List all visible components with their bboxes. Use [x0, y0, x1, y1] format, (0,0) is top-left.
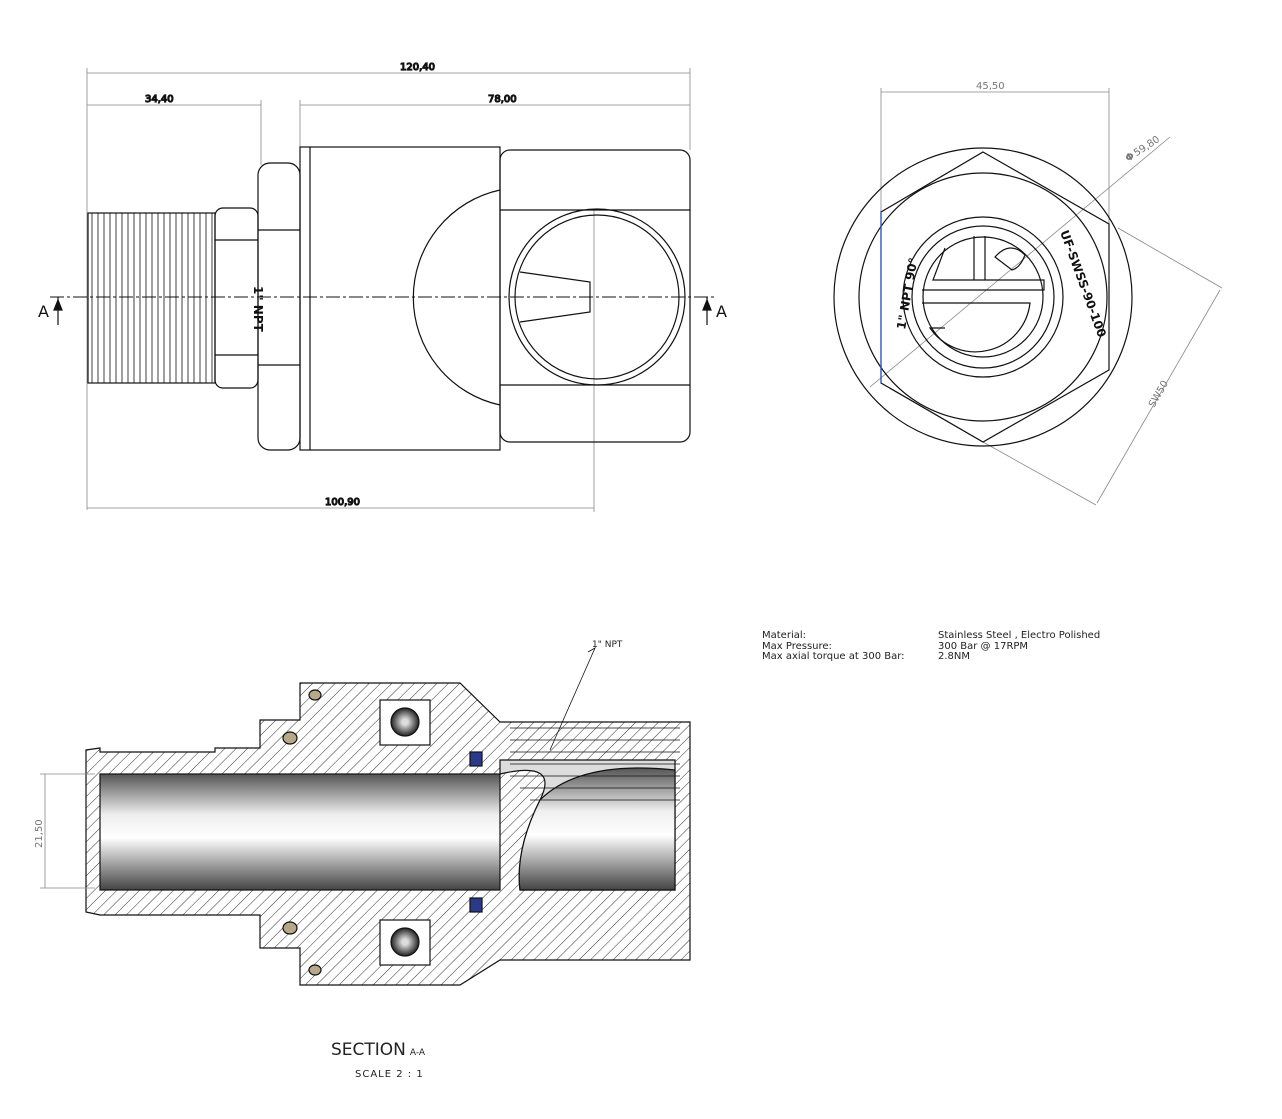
dim-to-center: 100,90 [325, 497, 360, 508]
bearing-ball-bottom [390, 927, 420, 957]
section-id: A-A [409, 1048, 426, 1058]
end-view [833, 88, 1223, 506]
o-ring [308, 964, 322, 976]
note-key: Max axial torque at 300 Bar: [762, 651, 905, 662]
dim-bore: 21,50 [34, 819, 45, 848]
front-view: 120,40 34,40 78,00 100,90 1" NPT [50, 61, 715, 512]
note-row: Max Pressure: 300 Bar @ 17RPM [762, 640, 1100, 653]
o-ring [282, 921, 298, 935]
section-view [40, 647, 691, 986]
spec-notes: Material: Stainless Steel , Electro Polis… [762, 630, 1101, 663]
o-ring [282, 731, 298, 745]
section-arrow-right [702, 297, 712, 325]
dim-overall-length: 120,40 [400, 62, 435, 73]
callout-leader [549, 647, 596, 751]
o-ring [308, 689, 322, 701]
section-arrow-left [53, 297, 63, 325]
internal-thread [510, 727, 680, 801]
bore-pipe [99, 773, 501, 891]
dimension-lines [86, 68, 691, 512]
section-thread-callout: 1" NPT [592, 640, 623, 650]
note-key: Material: [762, 630, 806, 641]
section-scale: SCALE 2 : 1 [355, 1069, 424, 1080]
dim-body-length: 78,00 [488, 94, 517, 105]
end-face-label-left: 1" NPT 90° [894, 257, 920, 331]
note-row: Material: Stainless Steel , Electro Polis… [762, 630, 1101, 642]
dim-thread-length: 34,40 [145, 94, 174, 105]
note-row: Max axial torque at 300 Bar: 2.8NM [762, 651, 1100, 663]
section-marker-left: A [38, 302, 49, 321]
logo-mark [922, 236, 1045, 353]
elbow-hex [499, 149, 691, 443]
dim-flat-width: 45,50 [976, 81, 1005, 92]
section-marker-right: A [716, 302, 727, 321]
note-value: 300 Bar @ 17RPM [938, 640, 1029, 652]
end-face-label-right: UF-SWSS-90-100 [1057, 228, 1109, 339]
note-value: Stainless Steel , Electro Polished [938, 630, 1101, 641]
section-title-text: SECTION [331, 1040, 406, 1060]
note-value: 2.8NM [938, 651, 971, 662]
note-key: Max Pressure: [762, 640, 832, 652]
seal [469, 751, 483, 767]
swivel-body [299, 146, 501, 451]
bearing-ball-top [390, 707, 420, 737]
bore-dimension [40, 773, 95, 889]
logo-drop [994, 247, 1026, 271]
dim-diameter: 59,80 [1132, 134, 1162, 159]
end-view-dimension-lines [869, 88, 1223, 506]
seal [469, 897, 483, 913]
dim-hex-size: SW50 [1147, 379, 1171, 410]
hex-outline [880, 151, 1110, 443]
threaded-end [87, 212, 216, 384]
